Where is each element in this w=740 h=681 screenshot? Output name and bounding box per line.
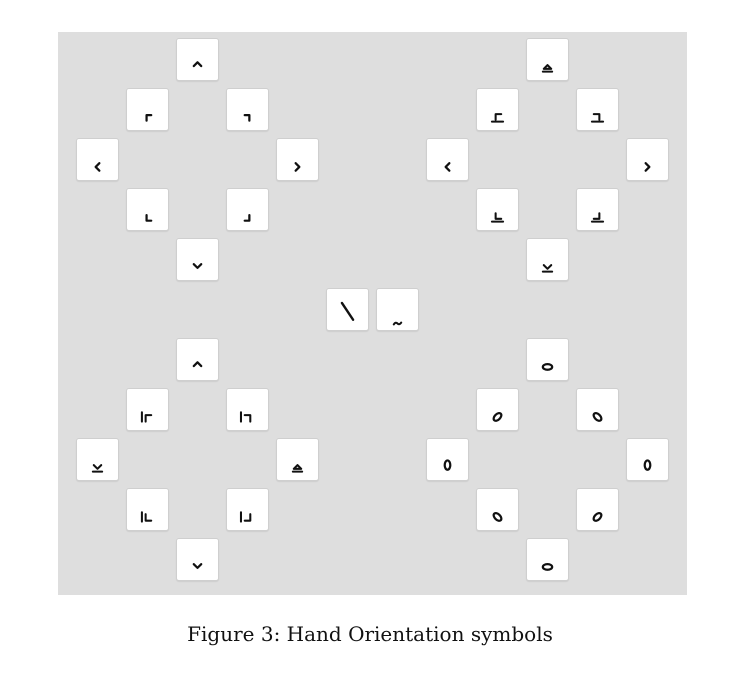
key-up[interactable] bbox=[526, 338, 569, 381]
oval-tilted-right-icon bbox=[492, 411, 503, 422]
key-up-left[interactable] bbox=[476, 388, 519, 431]
caret-right-icon bbox=[294, 162, 301, 172]
corner-up-right-icon bbox=[243, 113, 251, 122]
oval-tilted-right-icon bbox=[592, 511, 603, 522]
oval-horizontal-icon bbox=[541, 363, 554, 371]
caret-left-icon bbox=[94, 162, 101, 172]
key-up[interactable] bbox=[526, 38, 569, 81]
corner-down-left-icon bbox=[145, 213, 153, 222]
key-tilde[interactable] bbox=[376, 288, 419, 331]
triangle-up-base-icon bbox=[291, 464, 304, 473]
key-down-right[interactable] bbox=[576, 188, 619, 231]
corner-up-left-icon bbox=[145, 113, 153, 122]
key-left[interactable] bbox=[76, 438, 119, 481]
key-down-right[interactable] bbox=[226, 488, 269, 531]
key-down-left[interactable] bbox=[126, 488, 169, 531]
key-left[interactable] bbox=[76, 138, 119, 181]
caret-down-icon bbox=[192, 563, 203, 570]
caret-down-base-icon bbox=[91, 464, 104, 473]
key-up-left[interactable] bbox=[126, 88, 169, 131]
key-up-right[interactable] bbox=[576, 388, 619, 431]
key-down-left[interactable] bbox=[126, 188, 169, 231]
key-down-left[interactable] bbox=[476, 188, 519, 231]
corner-down-left-bar-icon bbox=[140, 511, 153, 523]
key-right[interactable] bbox=[626, 138, 669, 181]
key-backslash[interactable] bbox=[326, 288, 369, 331]
key-right[interactable] bbox=[276, 138, 319, 181]
key-down-right[interactable] bbox=[226, 188, 269, 231]
key-down-right[interactable] bbox=[576, 488, 619, 531]
backslash-icon bbox=[340, 301, 355, 321]
caret-right-icon bbox=[644, 162, 651, 172]
corner-down-right-base-icon bbox=[590, 212, 605, 223]
key-up[interactable] bbox=[176, 38, 219, 81]
corner-down-right-icon bbox=[243, 213, 251, 222]
oval-tilted-left-icon bbox=[492, 511, 503, 522]
figure-caption: Figure 3: Hand Orientation symbols bbox=[187, 622, 553, 646]
corner-down-right-bar-icon bbox=[239, 511, 252, 523]
tilde-icon bbox=[392, 321, 403, 326]
key-down-left[interactable] bbox=[476, 488, 519, 531]
corner-up-right-bar-icon bbox=[239, 411, 252, 423]
key-up[interactable] bbox=[176, 338, 219, 381]
key-up-left[interactable] bbox=[476, 88, 519, 131]
caret-down-icon bbox=[192, 263, 203, 270]
key-up-right[interactable] bbox=[576, 88, 619, 131]
oval-vertical-icon bbox=[443, 459, 452, 471]
oval-tilted-left-icon bbox=[592, 411, 603, 422]
key-down[interactable] bbox=[526, 538, 569, 581]
corner-up-left-bar-icon bbox=[140, 411, 153, 423]
key-up-right[interactable] bbox=[226, 88, 269, 131]
hand-orientation-figure bbox=[58, 32, 687, 595]
corner-down-left-base-icon bbox=[490, 212, 505, 223]
corner-up-left-base-icon bbox=[490, 113, 505, 123]
key-left[interactable] bbox=[426, 138, 469, 181]
corner-up-right-base-icon bbox=[590, 113, 605, 123]
key-left[interactable] bbox=[426, 438, 469, 481]
key-right[interactable] bbox=[276, 438, 319, 481]
key-down[interactable] bbox=[176, 238, 219, 281]
key-up-right[interactable] bbox=[226, 388, 269, 431]
oval-vertical-icon bbox=[643, 459, 652, 471]
key-down[interactable] bbox=[526, 238, 569, 281]
key-down[interactable] bbox=[176, 538, 219, 581]
triangle-up-base-icon bbox=[541, 64, 554, 73]
key-up-left[interactable] bbox=[126, 388, 169, 431]
key-right[interactable] bbox=[626, 438, 669, 481]
caret-up-icon bbox=[192, 61, 203, 68]
oval-horizontal-icon bbox=[541, 563, 554, 571]
caret-left-icon bbox=[444, 162, 451, 172]
caret-down-base-icon bbox=[541, 264, 554, 273]
caret-up-icon bbox=[192, 361, 203, 368]
